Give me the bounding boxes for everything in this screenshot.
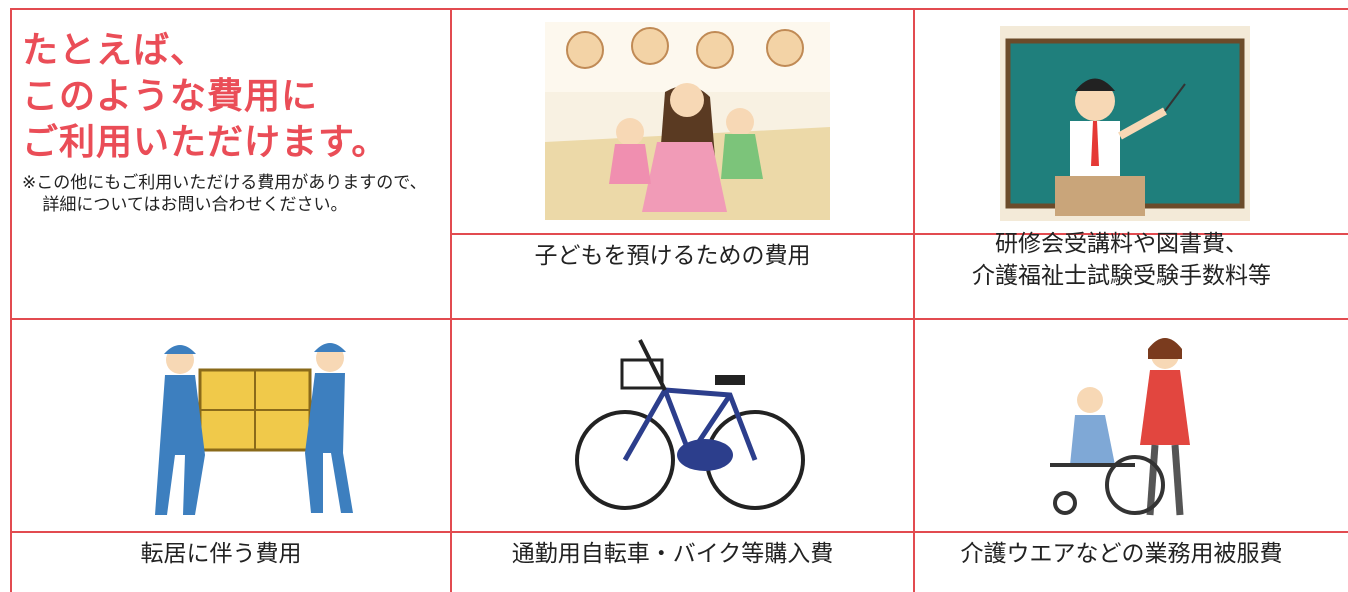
- childcare-illustration: [545, 22, 830, 220]
- grid-line: [10, 8, 12, 592]
- intro-panel: たとえば、 このような費用に ご利用いただけます。 ※この他にもご利用いただける…: [22, 28, 432, 216]
- grid-line: [450, 8, 452, 592]
- teacher-illustration: [1000, 26, 1250, 221]
- caption-uniform: 介護ウエアなどの業務用被服費: [960, 541, 1283, 567]
- caption-training: 研修会受講料や図書費、 介護福祉士試験受験手数料等: [972, 231, 1271, 289]
- grid-line: [913, 8, 915, 592]
- grid-line: [10, 318, 1348, 320]
- grid-line: [450, 233, 1348, 235]
- movers-illustration: [155, 343, 353, 515]
- intro-title: たとえば、 このような費用に ご利用いただけます。: [22, 30, 389, 163]
- bicycle-illustration: [575, 339, 805, 510]
- caption-commute: 通勤用自転車・バイク等購入費: [511, 541, 834, 567]
- cost-examples-grid: [10, 8, 1348, 592]
- caption-moving: 転居に伴う費用: [140, 541, 302, 567]
- grid-line: [10, 8, 1348, 10]
- caption-childcare: 子どもを預けるための費用: [534, 243, 811, 269]
- caregiver-illustration: [1050, 338, 1190, 516]
- intro-note: ※この他にもご利用いただける費用がありますので、詳細についてはお問い合わせくださ…: [22, 173, 427, 215]
- grid-line: [10, 531, 1348, 533]
